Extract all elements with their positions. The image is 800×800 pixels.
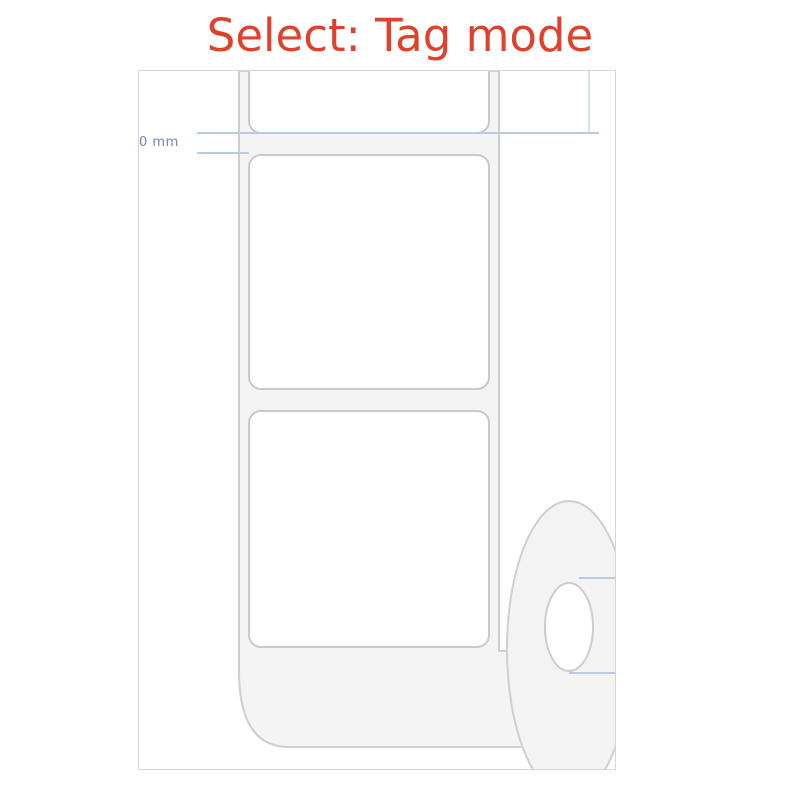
gap-dimension-label: 0 mm	[139, 135, 179, 150]
label-bottom	[248, 410, 490, 648]
roll-core-hole	[544, 582, 594, 672]
label-top-partial	[248, 71, 490, 134]
mode-title: Select: Tag mode	[206, 9, 594, 62]
label-middle	[248, 154, 490, 390]
label-roll-illustration	[197, 71, 615, 769]
label-roll-preview: 0 mm	[138, 70, 616, 770]
